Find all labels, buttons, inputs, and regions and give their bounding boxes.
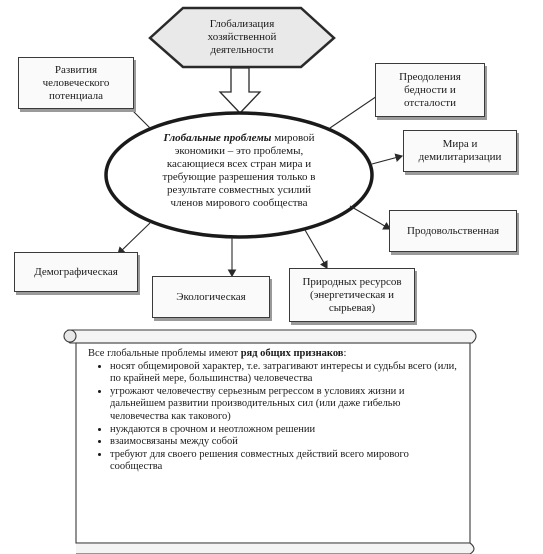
box-line: демилитаризации	[418, 151, 502, 163]
scroll-intro-bold: ряд общих признаков	[240, 348, 344, 359]
oval-line: экономики – это проблемы,	[174, 145, 304, 157]
box-line: сырьевая)	[328, 301, 376, 314]
box-line: отсталости	[404, 96, 456, 109]
scroll-content: Все глобальные проблемы имеют ряд общих …	[88, 348, 460, 538]
box-line: (энергетическая и	[310, 288, 394, 301]
box-line: Мира и	[442, 138, 478, 150]
arrow-to-poverty	[329, 91, 384, 129]
list-item: взаимосвязаны между собой	[110, 436, 460, 449]
oval-label: Глобальные проблемы мировой экономики – …	[124, 132, 354, 216]
central-oval	[104, 111, 374, 239]
oval-line: результате совместных усилий	[167, 184, 311, 196]
hexagon-line: деятельности	[210, 44, 274, 56]
box-resources: Природных ресурсов (энергетическая и сыр…	[289, 268, 415, 322]
hexagon-line: хозяйственной	[207, 31, 277, 43]
box-demographic: Демографическая	[14, 252, 138, 292]
box-line: Экологическая	[176, 290, 246, 303]
box-line: потенциала	[49, 89, 103, 102]
scroll-intro-suffix: :	[343, 348, 347, 359]
block-arrow	[218, 67, 262, 114]
box-line: бедности и	[404, 83, 456, 96]
oval-bold-term: Глобальные проблемы	[163, 132, 272, 144]
oval-line: мировой	[271, 132, 315, 144]
hexagon-shape	[148, 6, 336, 69]
box-food: Продовольственная	[389, 210, 517, 252]
box-line: человеческого	[42, 76, 110, 89]
scroll-intro: Все глобальные проблемы имеют ряд общих …	[88, 348, 460, 361]
box-line: Природных ресурсов	[302, 275, 402, 288]
box-ecological: Экологическая	[152, 276, 270, 318]
hexagon-label: Глобализация хозяйственной деятельности	[180, 18, 304, 58]
box-line: Преодоления	[399, 70, 461, 83]
features-list: носят общемировой характер, т.е. затраги…	[88, 361, 460, 474]
box-line: Демографическая	[34, 265, 118, 278]
arrow-to-demographic	[117, 222, 151, 255]
box-peace: Мира и демилитаризации	[403, 130, 517, 172]
scroll-frame	[63, 329, 477, 554]
list-item: носят общемировой характер, т.е. затраги…	[110, 361, 460, 386]
list-item: требуют для своего решения совместных де…	[110, 449, 460, 474]
hexagon-line: Глобализация	[209, 18, 275, 30]
box-line: Продовольственная	[406, 224, 500, 237]
oval-line: касающиеся всех стран мира и	[166, 158, 312, 170]
box-line: Развития	[54, 63, 98, 76]
oval-line: членов мирового сообщества	[170, 197, 308, 209]
scroll-intro-prefix: Все глобальные проблемы имеют	[88, 348, 241, 359]
arrow-to-peace	[371, 153, 404, 165]
arrow-to-food	[349, 205, 391, 230]
box-poverty: Преодоления бедности и отсталости	[375, 63, 485, 117]
oval-line: требующие разрешения только в	[162, 171, 316, 183]
arrow-to-resources	[304, 229, 328, 269]
box-human-potential: Развития человеческого потенциала	[18, 57, 134, 109]
list-item: нуждаются в срочном и неотложном решении	[110, 424, 460, 437]
list-item: угрожают человечеству серьезным регрессо…	[110, 386, 460, 424]
